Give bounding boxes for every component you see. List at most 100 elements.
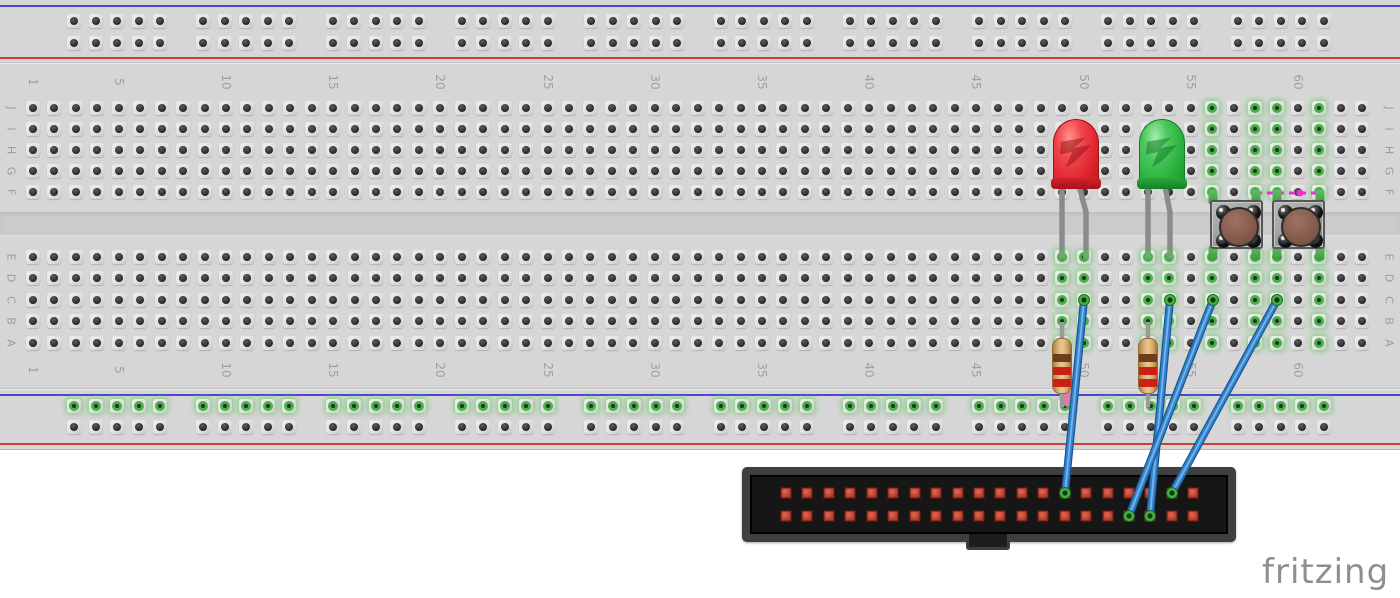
- top-power-rail-hole: [1187, 14, 1202, 28]
- breadboard-hole: [433, 122, 448, 136]
- breadboard-hole: [197, 122, 212, 136]
- top-power-rail-hole: [928, 36, 943, 50]
- resistor-1[interactable]: [1052, 338, 1072, 394]
- led-red[interactable]: [1051, 119, 1101, 189]
- breadboard-hole: [326, 101, 341, 115]
- pushbutton-1[interactable]: [1210, 200, 1263, 249]
- breadboard-hole: [583, 185, 598, 199]
- pushbutton-2[interactable]: [1272, 200, 1325, 249]
- bottom-power-rail-hole: [519, 420, 534, 434]
- breadboard-hole: [326, 336, 341, 350]
- breadboard-hole: [454, 314, 469, 328]
- idc-pin: [823, 487, 835, 499]
- breadboard-hole: [261, 143, 276, 157]
- breadboard-hole: [819, 185, 834, 199]
- breadboard-hole: [261, 185, 276, 199]
- top-power-rail-hole: [713, 14, 728, 28]
- breadboard-hole: [797, 164, 812, 178]
- breadboard-hole: [111, 101, 126, 115]
- breadboard-hole: [218, 314, 233, 328]
- breadboard-hole: [690, 271, 705, 285]
- breadboard-hole: [647, 271, 662, 285]
- breadboard-hole: [240, 164, 255, 178]
- breadboard-hole: [497, 185, 512, 199]
- breadboard-hole: [690, 314, 705, 328]
- top-power-rail-hole: [842, 36, 857, 50]
- bottom-power-rail-hole: [1015, 399, 1030, 413]
- breadboard-hole: [47, 293, 62, 307]
- bottom-power-rail-hole: [67, 399, 81, 413]
- led-green[interactable]: [1137, 119, 1187, 189]
- bottom-power-rail-hole: [540, 399, 555, 413]
- breadboard-hole: [26, 250, 40, 264]
- bottom-power-rail-hole: [756, 399, 771, 413]
- breadboard-hole: [90, 185, 105, 199]
- bottom-power-rail-hole: [1101, 420, 1116, 434]
- idc-pin: [1059, 510, 1071, 522]
- breadboard-hole: [218, 185, 233, 199]
- bottom-power-rail-hole: [648, 399, 663, 413]
- bottom-power-rail-hole: [842, 420, 857, 434]
- bottom-power-rail-hole: [282, 420, 297, 434]
- idc-pin: [1187, 487, 1199, 499]
- top-power-rail-hole: [842, 14, 857, 28]
- idc-pin: [780, 510, 792, 522]
- breadboard-hole: [111, 143, 126, 157]
- breadboard-hole: [283, 250, 298, 264]
- breadboard-hole: [390, 250, 405, 264]
- bottom-power-rail-hole: [713, 420, 728, 434]
- breadboard-hole: [347, 271, 362, 285]
- bottom-power-rail-hole: [993, 399, 1008, 413]
- breadboard-hole: [369, 250, 384, 264]
- breadboard-hole: [390, 314, 405, 328]
- idc-connector[interactable]: [742, 467, 1236, 542]
- breadboard-hole: [712, 122, 727, 136]
- resistor-band-red: [1139, 379, 1157, 387]
- breadboard-hole: [540, 293, 555, 307]
- bottom-power-rail-hole: [131, 420, 146, 434]
- idc-pin: [1080, 510, 1092, 522]
- bottom-power-rail-hole: [972, 399, 987, 413]
- top-power-rail-hole: [907, 36, 922, 50]
- bottom-power-rail-hole: [390, 420, 405, 434]
- top-power-rail-hole: [282, 14, 297, 28]
- resistor-2[interactable]: [1138, 338, 1158, 394]
- top-power-rail-hole: [972, 14, 987, 28]
- pushbutton-1-button-cap[interactable]: [1218, 206, 1259, 247]
- top-power-rail-hole: [799, 36, 814, 50]
- breadboard-hole: [283, 185, 298, 199]
- pushbutton-2-button-cap[interactable]: [1280, 206, 1321, 247]
- breadboard-hole: [433, 314, 448, 328]
- top-power-rail-hole: [885, 36, 900, 50]
- idc-pin: [1016, 487, 1028, 499]
- breadboard-hole: [90, 122, 105, 136]
- breadboard-hole: [304, 314, 319, 328]
- breadboard-hole: [712, 164, 727, 178]
- breadboard-hole: [690, 185, 705, 199]
- breadboard-hole: [647, 164, 662, 178]
- breadboard-hole: [26, 293, 40, 307]
- breadboard-hole: [261, 164, 276, 178]
- breadboard-hole: [111, 336, 126, 350]
- breadboard-hole: [197, 336, 212, 350]
- top-power-rail-hole: [1295, 14, 1310, 28]
- breadboard-hole: [669, 250, 684, 264]
- bottom-power-rail-hole: [411, 399, 426, 413]
- breadboard-hole: [47, 101, 62, 115]
- idc-pin: [973, 510, 985, 522]
- top-power-rail-hole: [325, 36, 340, 50]
- breadboard-hole: [369, 185, 384, 199]
- breadboard-hole: [240, 143, 255, 157]
- breadboard-hole: [626, 336, 641, 350]
- top-power-rail-hole: [1122, 14, 1137, 28]
- bottom-power-rail-hole: [670, 399, 685, 413]
- breadboard-hole: [712, 185, 727, 199]
- breadboard-hole: [562, 336, 576, 350]
- breadboard-hole: [240, 314, 255, 328]
- breadboard-hole: [733, 185, 748, 199]
- bottom-power-rail-hole: [325, 420, 340, 434]
- breadboard-hole: [754, 143, 769, 157]
- bottom-power-rail-hole: [799, 399, 814, 413]
